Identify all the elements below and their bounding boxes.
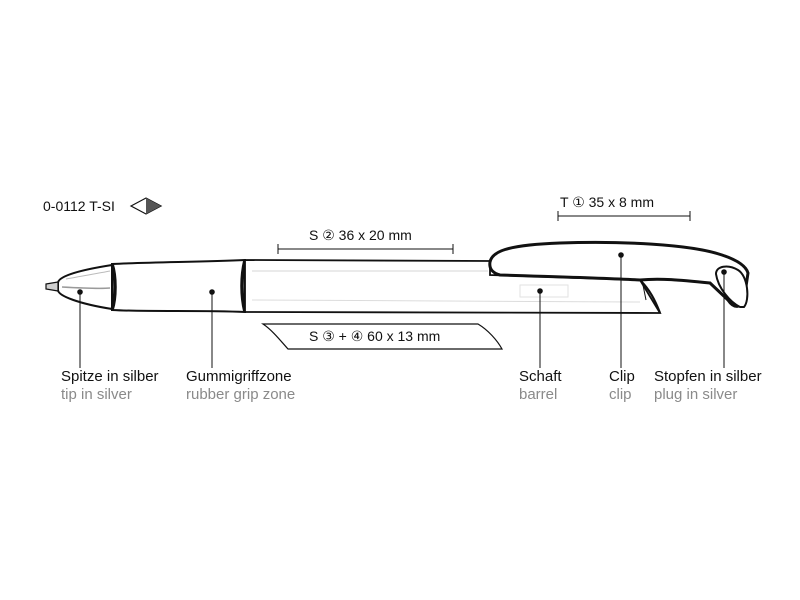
- print-area-s34: S ③ + ④ 60 x 13 mm: [309, 328, 441, 344]
- product-code: 0-0112 T-SI: [43, 198, 115, 214]
- label-plug-en: plug in silver: [654, 386, 738, 403]
- label-barrel-de: Schaft: [519, 368, 562, 385]
- label-tip-en: tip in silver: [61, 386, 132, 403]
- label-grip: Gummigriffzone rubber grip zone: [186, 368, 295, 404]
- label-clip-en: clip: [609, 386, 632, 403]
- dimension-t1: [557, 211, 691, 221]
- label-barrel: Schaft barrel: [519, 368, 562, 404]
- label-tip-de: Spitze in silber: [61, 368, 159, 385]
- dimension-s2: [277, 244, 454, 254]
- label-clip: Clip clip: [609, 368, 635, 404]
- diamond-icon: [129, 197, 163, 215]
- print-area-s2: S ② 36 x 20 mm: [309, 227, 412, 243]
- label-grip-en: rubber grip zone: [186, 386, 296, 403]
- rubber-grip: [110, 258, 247, 314]
- dimension-s34: [261, 323, 504, 350]
- label-plug: Stopfen in silber plug in silver: [654, 368, 762, 404]
- label-grip-de: Gummigriffzone: [186, 368, 292, 385]
- label-barrel-en: barrel: [519, 386, 558, 403]
- print-area-t1: T ① 35 x 8 mm: [560, 194, 654, 210]
- label-plug-de: Stopfen in silber: [654, 368, 762, 385]
- pen-tip: [45, 263, 113, 311]
- leader-lines: [77, 252, 727, 368]
- label-tip: Spitze in silber tip in silver: [61, 368, 159, 404]
- label-clip-de: Clip: [609, 368, 635, 385]
